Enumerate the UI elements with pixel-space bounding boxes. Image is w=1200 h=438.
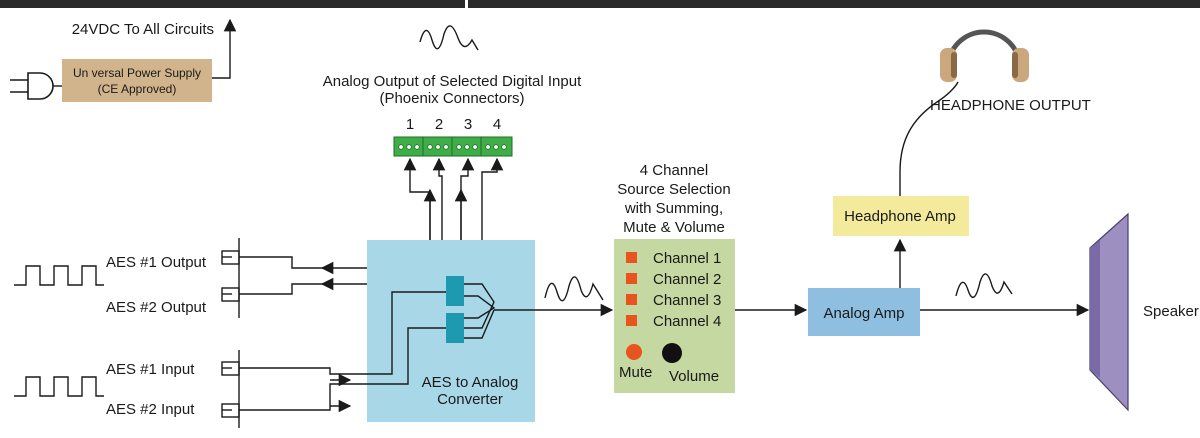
channel-3-led — [626, 294, 637, 305]
wave-icon-amp-out — [955, 273, 1013, 299]
converter-label-line1: AES to Analog — [422, 374, 519, 391]
mute-button — [626, 344, 642, 360]
analog-out-title-line1: Analog Output of Selected Digital Input — [323, 73, 582, 90]
aes-connector-icons — [221, 238, 240, 428]
aes2-input-label: AES #2 Input — [106, 401, 195, 418]
selector-title-line4: Mute & Volume — [623, 219, 725, 236]
headphone-amp-box — [833, 196, 969, 236]
square-wave-icon-input — [14, 376, 104, 397]
square-wave-icon-output — [14, 265, 104, 286]
header-bar-left — [0, 0, 465, 8]
phoenix-connector-strip — [393, 136, 513, 157]
volume-knob — [662, 343, 682, 363]
analog-amp-box — [808, 288, 920, 336]
power-plug-icon — [10, 72, 62, 100]
selector-title-line2: Source Selection — [617, 181, 730, 198]
aes1-input-label: AES #1 Input — [106, 361, 195, 378]
channel-3-label: Channel 3 — [653, 292, 721, 309]
selector-title-line3: with Summing, — [624, 200, 723, 217]
speaker-icon — [1089, 212, 1129, 412]
converter-label-line2: Converter — [437, 391, 503, 408]
port-label-1: 1 — [406, 116, 414, 133]
power-supply-box — [62, 59, 212, 102]
converter-chip-bottom — [446, 313, 464, 343]
channel-1-label: Channel 1 — [653, 250, 721, 267]
channel-4-led — [626, 315, 637, 326]
power-rail-wire — [212, 18, 237, 79]
volume-label: Volume — [669, 368, 719, 385]
power-rail-label: 24VDC To All Circuits — [72, 21, 214, 38]
headphone-output-label: HEADPHONE OUTPUT — [930, 97, 1091, 114]
aes2-output-label: AES #2 Output — [106, 299, 207, 316]
power-supply-line1: Un versal Power Supply — [73, 66, 201, 80]
channel-2-label: Channel 2 — [653, 271, 721, 288]
headphone-amp-label: Headphone Amp — [844, 208, 956, 225]
headphones-icon — [940, 29, 1029, 82]
port-label-3: 3 — [464, 116, 472, 133]
selector-title-line1: 4 Channel — [640, 162, 708, 179]
port-label-2: 2 — [435, 116, 443, 133]
analog-amp-label: Analog Amp — [824, 305, 905, 322]
wave-icon-converter-out — [544, 276, 604, 302]
port-label-4: 4 — [493, 116, 501, 133]
aes1-output-label: AES #1 Output — [106, 254, 207, 271]
wave-icon-analog-out — [419, 25, 479, 51]
channel-4-label: Channel 4 — [653, 313, 721, 330]
channel-2-led — [626, 273, 637, 284]
converter-chip-top — [446, 276, 464, 306]
speaker-label: Speaker — [1143, 303, 1199, 320]
header-bar-right — [468, 0, 1200, 8]
channel-1-led — [626, 252, 637, 263]
power-supply-line2: (CE Approved) — [98, 82, 177, 96]
mute-label: Mute — [619, 364, 652, 381]
analog-out-title-line2: (Phoenix Connectors) — [379, 90, 524, 107]
headphone-cable — [899, 81, 959, 196]
